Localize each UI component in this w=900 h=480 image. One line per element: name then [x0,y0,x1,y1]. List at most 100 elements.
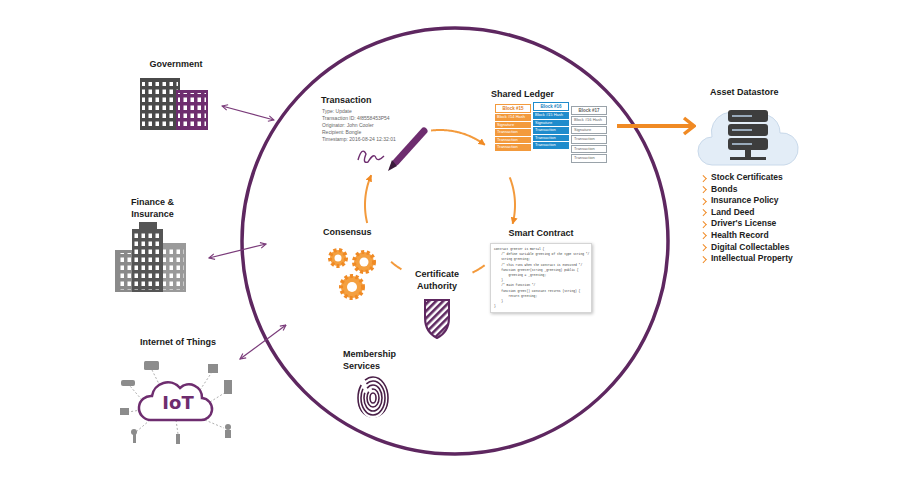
building [140,78,180,130]
ledger-block: Block #16Block #15 HashSignatureTransact… [533,102,569,149]
disk-stripe [732,129,752,131]
asset-item: Insurance Policy [711,195,816,207]
node-label: Finance & Insurance [122,196,184,220]
code-line: } [494,278,588,283]
link-arrow [209,244,266,258]
cycle-arrow [391,262,401,269]
node-label: Block #15 [495,104,531,113]
server-disk [728,124,768,136]
entity-group: Finance & Insurance [100,196,205,294]
node-label: Shared Ledger [488,88,614,100]
code-line: function greeter(string _greeting) publi… [494,268,588,273]
code-line: string greeting; [494,257,588,262]
iot-link [210,392,226,402]
iot-link [176,420,178,434]
rows-body: Block #15 HashSignatureTransactionTransa… [533,112,569,149]
signature-scribble [358,151,384,162]
network-circle [242,28,668,454]
code-line: } [494,304,588,309]
entity-group: Internet of ThingsIoT [112,336,244,448]
server-stand [745,150,751,158]
asset-item: Driver's License [711,218,816,230]
ledger-block: Block #17Block #16 HashSignatureTransact… [571,106,607,163]
block-row: Transaction [495,144,531,151]
node-label: Transaction [318,94,428,106]
node-label: Block #16 [533,102,569,111]
block-row: Block #14 Hash [495,114,531,121]
transaction-detail: Recipient: Bongle [322,129,428,136]
disk-stripe [732,143,752,145]
fingerprint-ridge [358,377,388,419]
building-icon [224,380,232,394]
block-row: Block #16 Hash [571,116,607,125]
bus-icon [144,361,159,370]
gear-hole [335,255,342,262]
node-label: Smart Contract [488,227,594,239]
link-arrow [222,106,274,120]
process-step: Certificate Authority [405,268,469,338]
output-arrow [617,124,694,128]
code-line: contract greeter is mortal { [494,247,588,252]
datastore-group: Asset DatastoreStock CertificatesBondsIn… [698,86,816,270]
asset-item: Intellectual Property [711,253,816,265]
code-line: /* this runs when the contract is execut… [494,263,588,268]
gear-icons [330,250,374,298]
building-windows [142,82,178,128]
rows-body: Block #14 HashSignatureTransactionTransa… [495,114,531,151]
link-arrow [240,325,286,359]
block-row: Transaction [571,135,607,144]
cycle-arrow [473,265,485,272]
node-label: Block #17 [571,106,607,115]
code-line: /* define variable greeting of the type … [494,252,588,257]
gear [341,276,363,298]
turbine-icon [176,434,180,444]
cycle-arrow [431,130,485,145]
asset-item: Health Record [711,230,816,242]
person-icon [225,424,231,430]
cycle-arrow [365,175,371,223]
service-group: Membership Services [340,348,412,418]
node-label: Asset Datastore [698,86,816,98]
gear-hole [360,258,369,267]
building-windows [134,232,161,290]
gear [330,250,346,266]
building-windows [162,246,184,290]
turbine-icon [131,429,137,435]
iot-link [130,386,142,400]
iot-link [136,420,150,432]
iot-link [205,420,224,428]
block-row: Signature [571,126,607,135]
building [176,90,208,130]
fingerprint-ridge [361,381,385,415]
process-step: TransactionType: UpdateTransaction ID: 4… [318,94,428,172]
fingerprint-ridge [364,385,382,411]
node-label: Government [128,58,224,70]
node-label: Consensus [320,226,388,238]
asset-item: Bonds [711,184,816,196]
gear-hole [347,282,357,292]
pen-tip [388,160,397,171]
code-line: } [494,299,588,304]
entity-group: Government [128,58,224,134]
block-row: Transaction [495,129,531,136]
process-step: Consensus [320,226,388,302]
block-row: Transaction [571,145,607,154]
iot-body: IoT [112,392,244,413]
block-row: Signature [495,122,531,129]
transaction-detail: Transaction ID: 4f8558453P54 [322,115,428,122]
house-icon [208,364,218,373]
transaction-detail: Timestamp: 2016-08-24 12:32:01 [322,136,428,143]
block-row: Transaction [533,135,569,142]
details-body: Type: UpdateTransaction ID: 4f8558453P54… [318,106,428,143]
code-line: return greeting; [494,294,588,299]
iot-link [152,370,160,386]
block-row: Transaction [571,154,607,163]
cycle-arrow [510,177,515,223]
car-icon [121,380,135,386]
code-line: function greet() constant returns (strin… [494,289,588,294]
node-label: Internet of Things [112,336,244,348]
